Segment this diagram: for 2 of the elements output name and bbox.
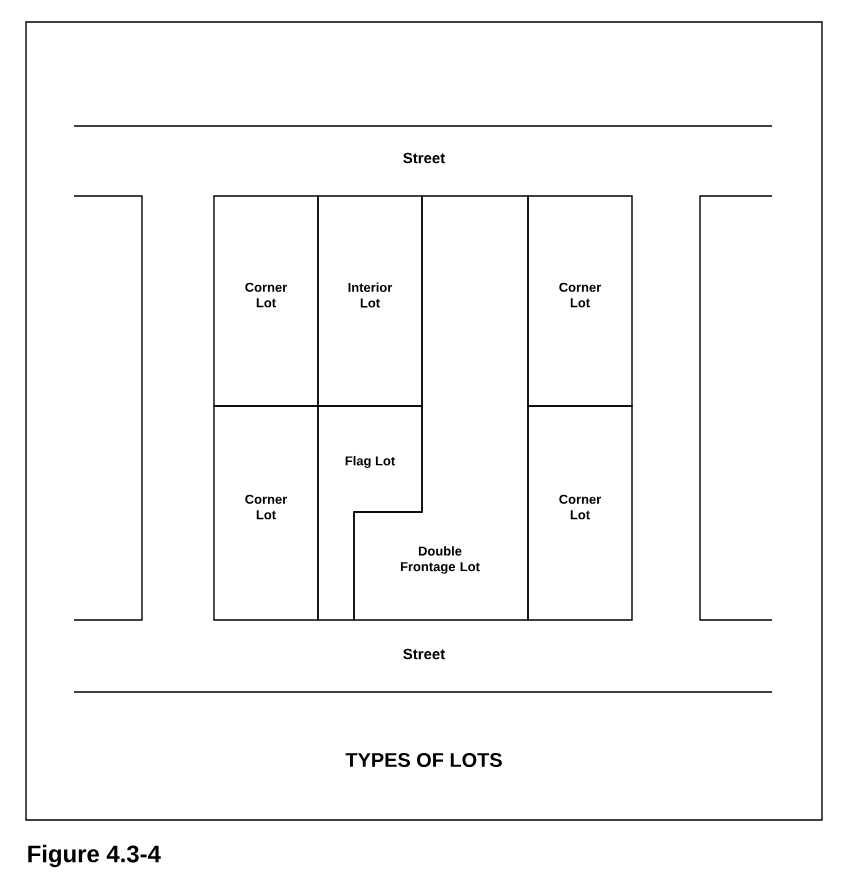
caption: Figure 4.3-4 xyxy=(28,844,161,868)
title: TYPES OF LOTS xyxy=(345,752,502,768)
